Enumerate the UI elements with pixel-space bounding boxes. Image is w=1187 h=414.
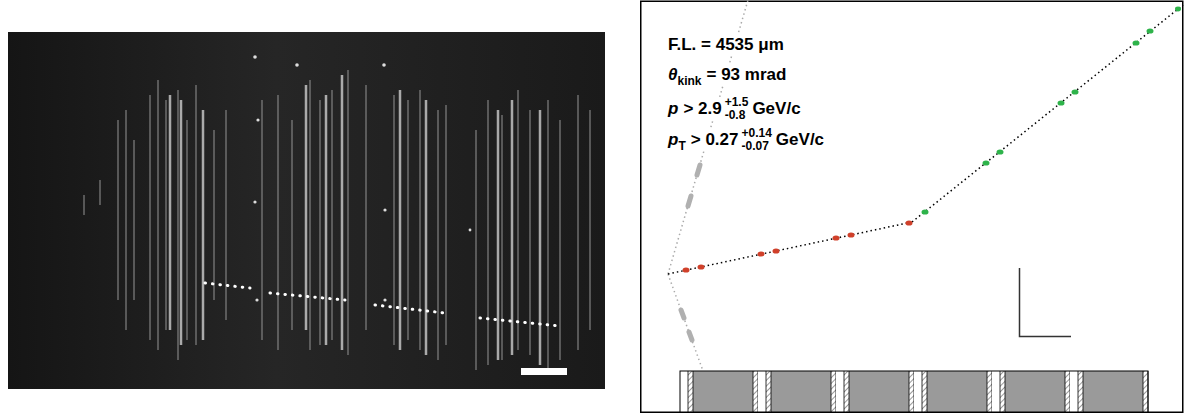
error-stack: +1.5-0.8	[725, 96, 749, 122]
measurement-label: p	[668, 129, 678, 151]
measurement-label: GeV/c	[752, 98, 800, 120]
measurement-label: T	[678, 140, 685, 152]
scale-bar	[1020, 268, 1072, 337]
uncertainty-value: +1.5	[725, 96, 749, 109]
measurement-label: > 2.9	[683, 98, 721, 120]
uncertainty-value: +0.14	[741, 127, 771, 140]
measurement-label: θ	[668, 64, 677, 86]
measurement-label: GeV/c	[776, 129, 824, 151]
readout-row: θkink = 93 mrad	[668, 64, 786, 86]
readout-row: p> 2.9+1.5-0.8GeV/c	[668, 96, 801, 122]
measurement-label: > 0.27	[691, 129, 739, 151]
uncertainty-value: -0.8	[725, 109, 749, 122]
measurement-label: F.L. = 4535 μm	[668, 34, 784, 56]
emulsion-photo	[8, 32, 605, 389]
uncertainty-value: -0.07	[741, 140, 771, 153]
panel-frame	[641, 1, 1183, 412]
readout-row: F.L. = 4535 μm	[668, 34, 784, 56]
measurement-label: p	[668, 98, 678, 120]
detector-layers	[680, 371, 1148, 412]
measurement-label: = 93 mrad	[707, 64, 787, 86]
track-sketch	[668, 0, 1183, 371]
readout-row: pT> 0.27+0.14-0.07GeV/c	[668, 127, 824, 153]
error-stack: +0.14-0.07	[741, 127, 771, 153]
measurement-label: kink	[677, 75, 701, 87]
